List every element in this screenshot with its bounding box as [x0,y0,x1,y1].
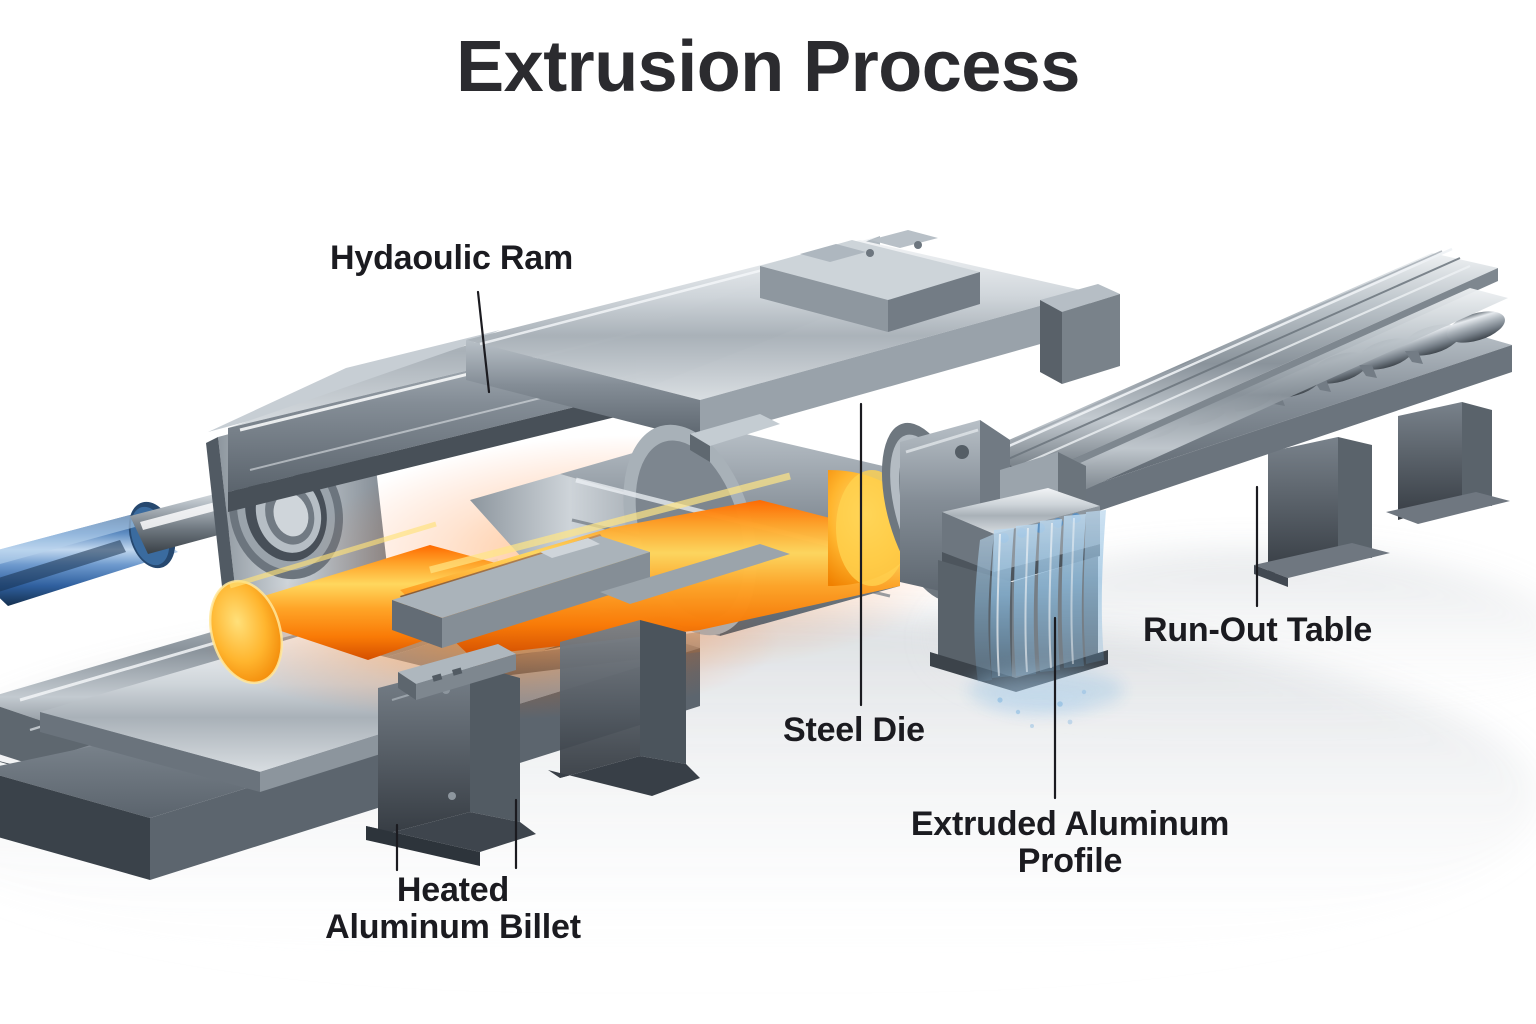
press-hardware-details [398,284,1120,700]
run-out-table [975,247,1512,587]
label-steel-die: Steel Die [783,711,925,749]
leader-hydraulic-ram [476,290,491,394]
water-cascade [968,510,1124,728]
label-hydraulic-ram: Hydaoulic Ram [330,239,574,277]
label-heated-aluminum-billet: Heated Aluminum Billet [325,871,581,947]
press-internal-platen [392,536,790,648]
table-support-pedestals [1254,402,1510,587]
press-top-block [760,230,980,332]
label-extruded-aluminum-profile: Extruded Aluminum Profile [910,805,1230,881]
extruded-profile-rails [975,247,1508,512]
steel-die-stack [881,420,1086,602]
press-support-legs [366,620,700,866]
leader-lines [395,290,1259,872]
page-title: Extrusion Process [456,27,1080,107]
water-quench-station [930,488,1124,728]
label-run-out-table: Run-Out Table [1143,611,1373,649]
